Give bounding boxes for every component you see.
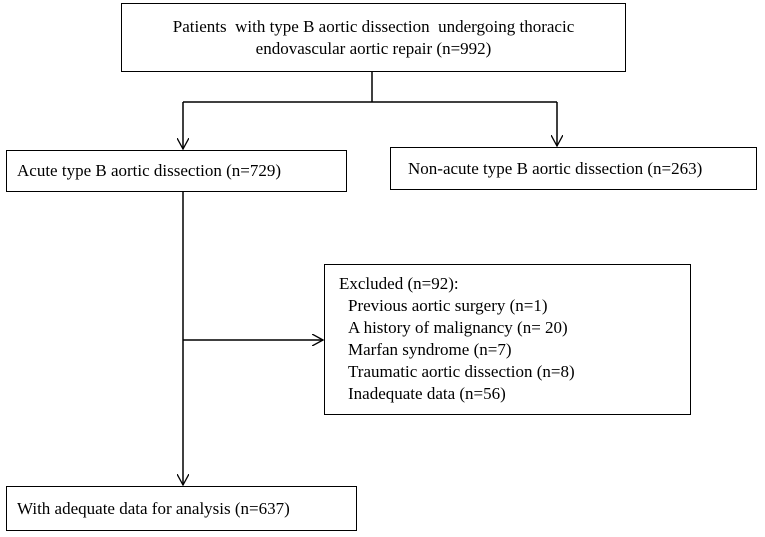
all-patients-line-2: endovascular aortic repair (n=992) xyxy=(255,38,492,58)
final-cohort-label: With adequate data for analysis (n=637) xyxy=(17,498,290,518)
box-acute-dissection: Acute type B aortic dissection (n=729) xyxy=(6,150,347,192)
box-excluded: Excluded (n=92): Previous aortic surgery… xyxy=(324,264,691,415)
all-patients-line-1: Patients with type B aortic dissection u… xyxy=(172,16,575,36)
non-acute-dissection-label: Non-acute type B aortic dissection (n=26… xyxy=(408,158,703,178)
box-final-cohort: With adequate data for analysis (n=637) xyxy=(6,486,357,531)
box-non-acute-dissection: Non-acute type B aortic dissection (n=26… xyxy=(390,147,757,190)
excluded-heading: Excluded (n=92): xyxy=(339,274,459,293)
excluded-item-traumatic: Traumatic aortic dissection (n=8) xyxy=(348,362,575,381)
excluded-item-marfan: Marfan syndrome (n=7) xyxy=(348,340,512,359)
excluded-item-inadequate-data: Inadequate data (n=56) xyxy=(348,384,506,403)
excluded-item-previous-surgery: Previous aortic surgery (n=1) xyxy=(348,296,548,315)
acute-dissection-label: Acute type B aortic dissection (n=729) xyxy=(17,161,282,180)
box-all-patients: Patients with type B aortic dissection u… xyxy=(121,3,626,72)
excluded-item-malignancy: A history of malignancy (n= 20) xyxy=(348,318,568,337)
